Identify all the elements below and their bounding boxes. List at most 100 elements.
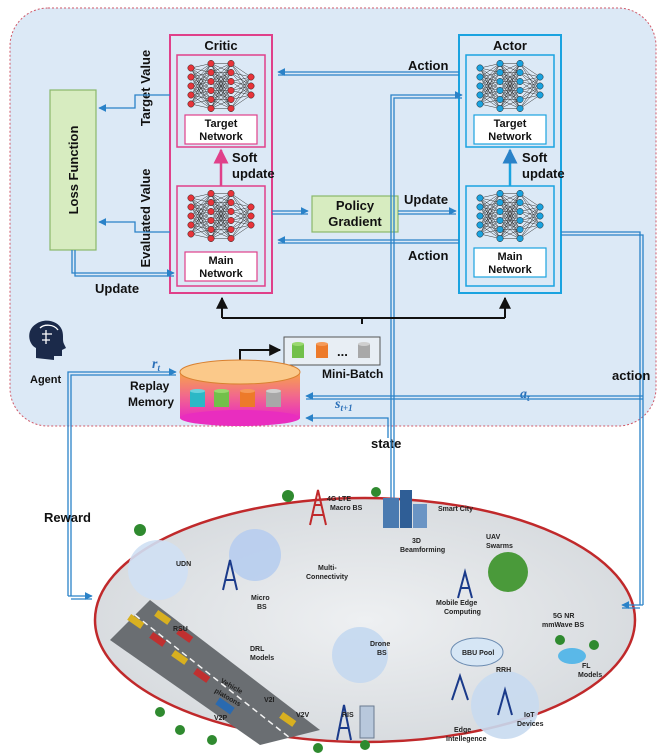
nn-edge	[499, 72, 521, 109]
nn-edge	[499, 63, 521, 91]
actor-main-neural-net-icon	[476, 190, 544, 242]
agent-head-icon	[29, 320, 66, 360]
nn-node	[207, 217, 215, 224]
nn-edge	[210, 63, 232, 82]
critic-target-network-line1: Target	[205, 118, 238, 130]
nn-edge	[210, 81, 232, 109]
nn-edge	[190, 193, 212, 226]
smart-city-icon	[383, 490, 427, 528]
nn-edge	[230, 193, 252, 208]
nn-edge	[190, 63, 212, 78]
tree-icons	[134, 487, 599, 753]
nn-edge	[519, 85, 541, 109]
nn-edge	[499, 81, 521, 109]
nn-edge	[479, 81, 501, 105]
nn-node	[207, 199, 215, 206]
nn-edge	[479, 72, 501, 105]
nn-node	[227, 235, 235, 242]
nn-node	[227, 60, 235, 67]
policy-gradient-box	[311, 195, 399, 233]
nn-node	[516, 96, 524, 103]
nr-bs-line2: mmWave BS	[542, 622, 584, 629]
nn-node	[207, 96, 215, 103]
drl-models-line2: Models	[250, 655, 274, 662]
rsu-label: RSU	[173, 626, 188, 633]
bbu-cloud	[450, 637, 504, 667]
nn-node	[496, 235, 504, 242]
nn-node	[207, 78, 215, 85]
nn-node	[496, 199, 504, 206]
nn-node	[496, 96, 504, 103]
tower-icons	[222, 489, 513, 741]
drone-bs-line1: Drone	[370, 641, 390, 648]
critic-target-network-label-box	[184, 114, 258, 145]
nn-node	[476, 212, 484, 220]
nn-edge	[210, 63, 232, 109]
nn-edge	[210, 72, 232, 109]
actor-box	[458, 34, 562, 294]
nn-node	[187, 194, 195, 202]
udn-label: UDN	[176, 561, 191, 568]
critic-soft-update-line2: update	[232, 166, 275, 181]
actor-target-network-line1: Target	[494, 118, 527, 130]
loss-function-box	[49, 89, 97, 251]
nn-edge	[479, 63, 501, 78]
uav-line2: Swarms	[486, 543, 513, 550]
nn-node	[516, 190, 524, 197]
nn-edge	[519, 76, 541, 91]
nn-edge	[519, 76, 541, 109]
nn-node	[187, 82, 195, 90]
bbu-pool-label: BBU Pool	[462, 650, 494, 657]
critic-title: Critic	[204, 38, 237, 53]
edge-intel-line1: Edge	[454, 727, 471, 734]
nn-edge	[210, 193, 232, 239]
nn-node	[476, 221, 484, 229]
ris-building	[359, 705, 375, 739]
nn-edge	[230, 224, 252, 239]
nn-node	[247, 91, 255, 99]
nn-edge	[479, 63, 501, 87]
nn-node	[476, 194, 484, 202]
ris-cell	[471, 671, 539, 739]
nn-edge	[519, 94, 541, 109]
nn-edge	[499, 193, 521, 203]
nn-edge	[210, 193, 232, 230]
udn-cell	[128, 540, 188, 600]
target-value-label: Target Value	[138, 50, 153, 126]
iot-line1: IoT	[524, 712, 535, 719]
evaluated-value-label: Evaluated Value	[138, 169, 153, 268]
nn-edge	[210, 99, 232, 109]
nn-edge	[210, 220, 232, 239]
macro-bs-line2: Macro BS	[330, 505, 363, 512]
nn-node	[476, 100, 484, 108]
nr-bs-line1: 5G NR	[553, 613, 574, 620]
critic-target-network-line2: Network	[199, 131, 243, 143]
actor-main-network-line2: Network	[488, 264, 532, 276]
nn-node	[476, 230, 484, 238]
nn-node	[187, 64, 195, 72]
nn-node	[207, 69, 215, 76]
nn-node	[496, 226, 504, 233]
stadium	[488, 552, 528, 592]
micro-bs-line2: BS	[257, 604, 267, 611]
beamforming-line1: 3D	[412, 538, 421, 545]
nn-node	[476, 64, 484, 72]
nn-edge	[479, 193, 501, 235]
nn-node	[516, 235, 524, 242]
beamforming-line2: Beamforming	[400, 547, 445, 554]
replay-memory-cylinder	[179, 359, 301, 426]
action-top-label: Action	[408, 58, 449, 73]
nn-node	[227, 69, 235, 76]
nn-edge	[190, 63, 212, 87]
nn-node	[187, 100, 195, 108]
nn-edge	[210, 193, 232, 203]
critic-main-network-line1: Main	[208, 255, 233, 267]
critic-main-network-line2: Network	[199, 268, 243, 280]
nn-edge	[519, 206, 541, 239]
nn-node	[207, 87, 215, 94]
mec-line1: Mobile Edge	[436, 600, 477, 607]
nn-node	[536, 73, 544, 81]
nn-node	[247, 221, 255, 229]
nn-node	[476, 91, 484, 99]
actor-target-neural-net-icon	[476, 60, 544, 112]
